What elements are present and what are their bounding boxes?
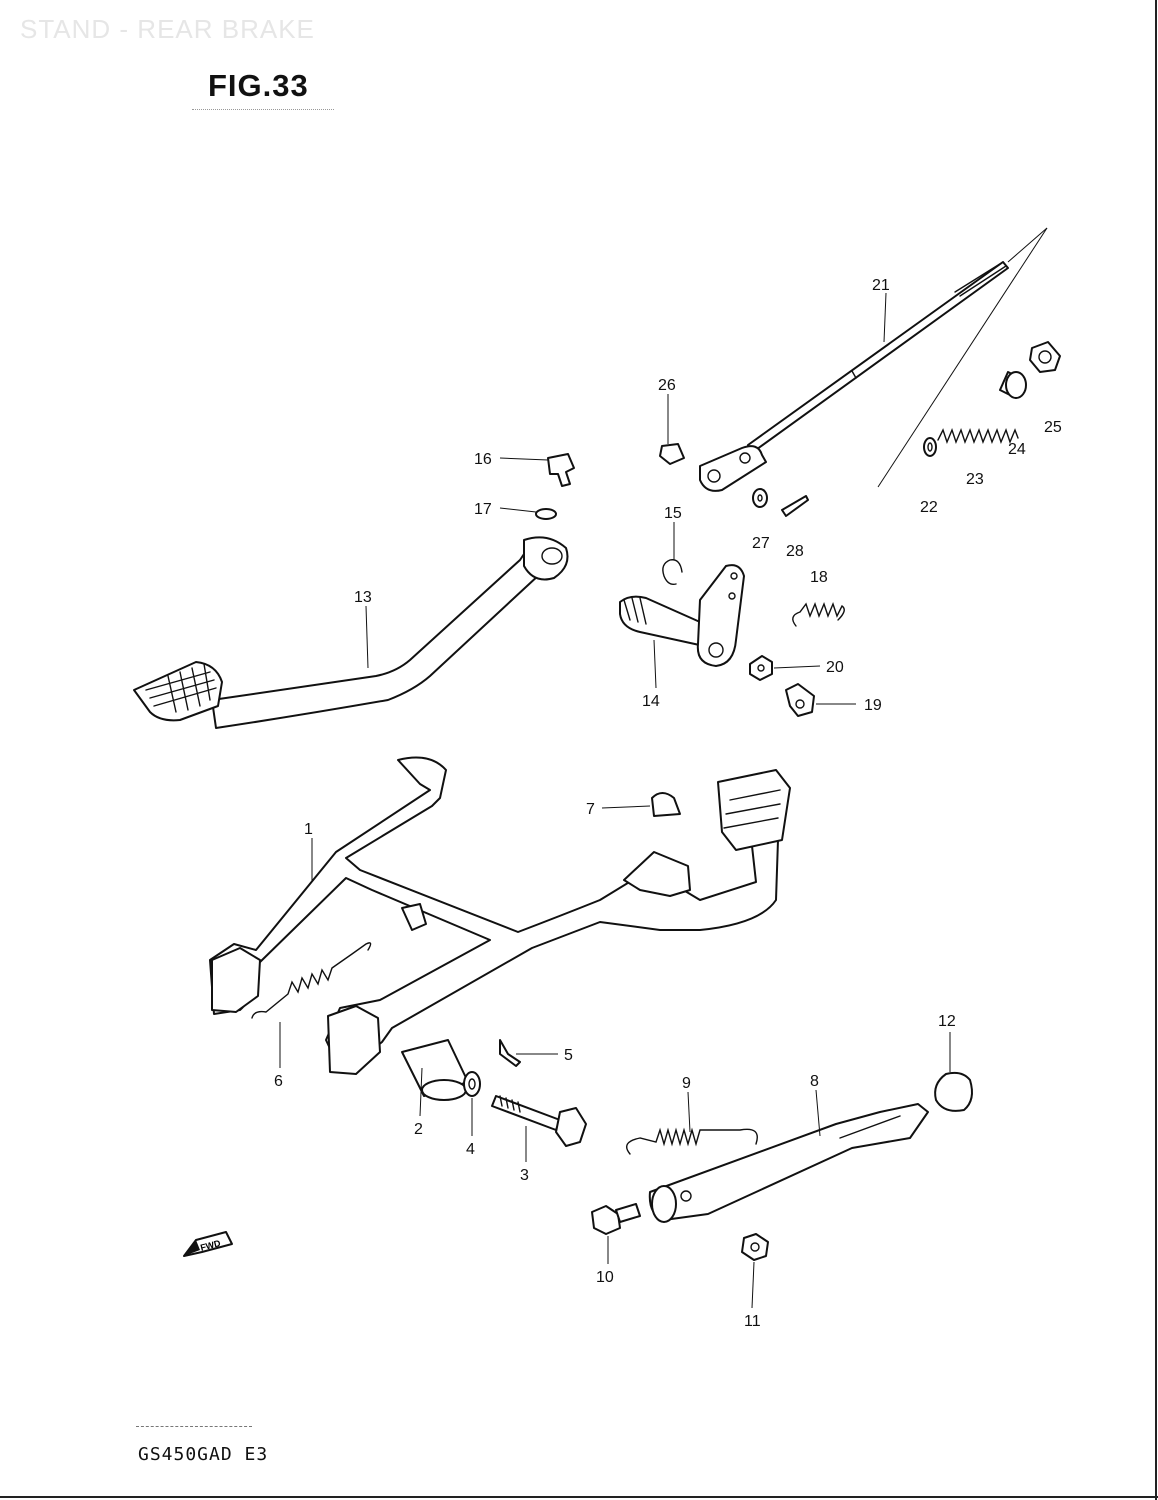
part-15-circlip	[662, 559, 683, 586]
part-2-collar	[401, 1039, 469, 1101]
callout-5: 5	[564, 1047, 573, 1064]
part-20-nut	[749, 655, 773, 681]
part-9-spring	[626, 1127, 758, 1155]
callout-13: 13	[354, 589, 372, 606]
callout-4: 4	[466, 1141, 475, 1158]
callout-1: 1	[304, 821, 313, 838]
callout-16: 16	[474, 451, 492, 468]
part-19-bolt	[785, 683, 815, 717]
callout-12: 12	[938, 1013, 956, 1030]
callout-7: 7	[586, 801, 595, 818]
guide-line	[877, 227, 1048, 488]
figure-title: FIG.33	[208, 68, 309, 103]
part-17-washer	[535, 508, 557, 520]
callout-14: 14	[642, 693, 660, 710]
part-5-cotter-pin	[499, 1039, 521, 1067]
part-7-cap	[651, 792, 681, 817]
part-3-bolt	[491, 1095, 587, 1147]
part-25-nut	[1029, 341, 1061, 373]
part-27-washer	[752, 488, 768, 508]
callout-26: 26	[658, 377, 676, 394]
callout-24: 24	[1008, 441, 1026, 458]
callout-21: 21	[872, 277, 890, 294]
callout-27: 27	[752, 535, 770, 552]
part-24-bushing	[999, 371, 1027, 399]
part-18-spring	[792, 602, 845, 627]
leader-lines	[279, 292, 951, 1309]
callout-10: 10	[596, 1269, 614, 1286]
callout-18: 18	[810, 569, 828, 586]
faint-section-title: STAND - REAR BRAKE	[20, 14, 315, 44]
callout-23: 23	[966, 471, 984, 488]
model-code: GS450GAD E3	[138, 1444, 269, 1465]
page-bottom-border	[0, 1496, 1158, 1498]
callout-11: 11	[744, 1313, 761, 1330]
part-13-brake-pedal	[133, 536, 569, 729]
page-right-border	[1155, 0, 1157, 1500]
part-16-bolt	[547, 453, 575, 487]
callout-9: 9	[682, 1075, 691, 1092]
callout-15: 15	[664, 505, 682, 522]
part-1-center-stand	[209, 756, 791, 1075]
callout-numbers: 21 26 25 24 23 22 16 17 15 27 28 18 13 2…	[274, 277, 1062, 1330]
figure-title-underline	[192, 109, 334, 110]
part-10-bolt	[591, 1203, 641, 1235]
fwd-label: FWD	[199, 1238, 222, 1253]
callout-17: 17	[474, 501, 492, 518]
part-6-spring	[251, 942, 372, 1019]
part-28-cotter-pin	[781, 495, 809, 517]
callout-8: 8	[810, 1073, 819, 1090]
part-4-washer	[463, 1071, 481, 1097]
part-22-washer	[923, 437, 937, 457]
callout-3: 3	[520, 1167, 529, 1184]
footer-rule	[136, 1426, 252, 1427]
callout-25: 25	[1044, 419, 1062, 436]
callout-2: 2	[414, 1121, 423, 1138]
part-8-side-stand	[648, 1103, 929, 1223]
callout-20: 20	[826, 659, 844, 676]
part-26-clip	[659, 443, 685, 465]
part-11-nut	[741, 1233, 769, 1261]
callout-22: 22	[920, 499, 938, 516]
part-12-rubber	[934, 1071, 973, 1112]
fwd-arrow-icon: FWD	[183, 1231, 233, 1257]
callout-28: 28	[786, 543, 804, 560]
callout-6: 6	[274, 1073, 283, 1090]
part-14-brake-shaft	[619, 564, 745, 667]
callout-19: 19	[864, 697, 882, 714]
part-21-brake-rod	[699, 261, 1009, 492]
guide-line	[1007, 227, 1048, 263]
part-23-spring	[937, 428, 1019, 444]
